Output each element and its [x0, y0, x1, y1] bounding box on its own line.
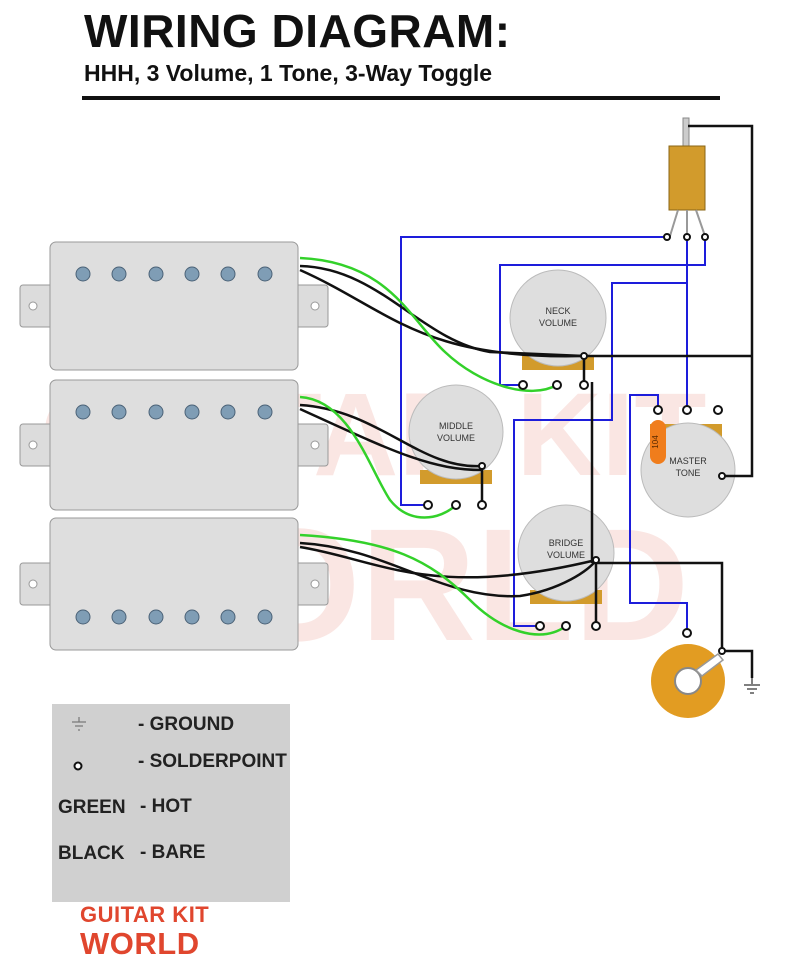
middle-volume-label-1: MIDDLE	[439, 421, 473, 431]
legend-green-key: GREEN	[58, 797, 126, 818]
bridge-volume-pot: BRIDGE VOLUME	[517, 504, 615, 604]
ground-symbol	[744, 678, 760, 694]
legend-black-value: - BARE	[140, 842, 206, 863]
brand-line1: GUITAR KIT	[80, 902, 210, 927]
master-tone-label-1: MASTER	[669, 456, 707, 466]
master-tone-label-2: TONE	[676, 468, 701, 478]
bridge-volume-label-2: VOLUME	[547, 550, 585, 560]
neck-volume-label-1: NECK	[545, 306, 570, 316]
ground-legend-icon	[72, 717, 86, 731]
page-title: WIRING DIAGRAM:	[84, 5, 511, 57]
pickup-bridge	[19, 517, 329, 651]
bridge-volume-label-1: BRIDGE	[549, 538, 584, 548]
legend-panel: - GROUND - SOLDERPOINT GREEN - HOT BLACK…	[52, 704, 290, 902]
hot-wires	[299, 256, 567, 636]
legend-ground: - GROUND	[138, 714, 235, 735]
middle-volume-label-2: VOLUME	[437, 433, 475, 443]
title-underline	[82, 96, 720, 100]
brand-logo: GUITAR KIT WORLD	[80, 902, 210, 961]
pickup-neck	[19, 241, 329, 371]
capacitor-label: 104	[651, 435, 660, 449]
toggle-switch	[668, 117, 706, 237]
capacitor: 104	[650, 420, 666, 464]
output-jack	[651, 644, 725, 718]
pickup-middle	[19, 379, 329, 511]
page-subtitle: HHH, 3 Volume, 1 Tone, 3-Way Toggle	[84, 60, 493, 86]
legend-solderpoint: - SOLDERPOINT	[138, 751, 287, 772]
legend-black-key: BLACK	[58, 843, 125, 864]
neck-volume-label-2: VOLUME	[539, 318, 577, 328]
neck-volume-pot: NECK VOLUME	[509, 269, 607, 370]
brand-line2: WORLD	[80, 926, 200, 961]
legend-green-value: - HOT	[140, 796, 192, 817]
solder-points	[423, 233, 726, 655]
signal-wires	[400, 236, 706, 633]
solderpoint-legend-icon	[73, 761, 83, 771]
